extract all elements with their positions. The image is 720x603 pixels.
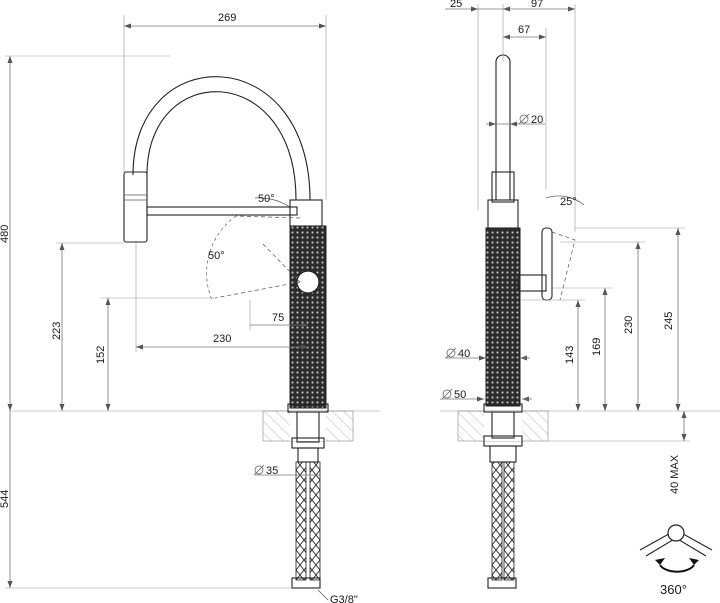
spray-head <box>123 171 148 243</box>
hose-side-1 <box>491 461 503 581</box>
angle-upper: 50° <box>258 193 275 205</box>
knurled-body-side <box>485 227 521 407</box>
dim-230: 230 <box>623 316 635 334</box>
hose-right <box>309 461 321 581</box>
dim-97: 97 <box>531 0 543 10</box>
rotation-icon: 360° <box>639 524 713 597</box>
lever-handle <box>541 227 553 301</box>
spout-inner <box>146 91 297 201</box>
dim-below-deck: 544 <box>0 490 11 508</box>
lever-base <box>517 274 547 292</box>
dim-shank-dia: 35 <box>266 465 278 477</box>
hose-fitting <box>291 577 321 589</box>
dim-169: 169 <box>591 338 603 356</box>
dim-143: 143 <box>564 346 576 364</box>
dim-spout-dia: 20 <box>531 114 543 126</box>
dim-height: 480 <box>0 225 11 243</box>
angle-lower: 50° <box>208 250 225 262</box>
handle-knob <box>296 270 320 294</box>
hose-side-2 <box>503 461 515 581</box>
dim-spout-height: 223 <box>51 322 63 340</box>
spout-outer <box>132 76 311 201</box>
spout-tube-side <box>495 54 511 200</box>
body-top <box>289 199 323 227</box>
side-view: 25 97 67 20 25° 40 50 <box>440 0 720 589</box>
dim-handle-height: 152 <box>95 346 107 364</box>
body-top-side <box>487 199 519 229</box>
front-view: 50° 50° 269 480 223 152 230 <box>0 12 380 603</box>
dim-body-dia: 40 <box>458 348 470 360</box>
dim-base-dia: 50 <box>454 389 466 401</box>
dim-reach: 230 <box>213 333 231 345</box>
dim-width: 269 <box>218 12 236 24</box>
hose-left <box>295 461 307 581</box>
dim-deck-max: 40 MAX <box>669 454 681 494</box>
thread-label: G3/8" <box>330 594 358 603</box>
dim-25: 25 <box>450 0 462 10</box>
knurled-body <box>289 225 327 409</box>
dim-245: 245 <box>663 312 675 330</box>
dim-handle-offset: 75 <box>272 312 284 324</box>
dim-67: 67 <box>518 24 530 36</box>
rotation-label: 360° <box>660 582 687 597</box>
spout-arm <box>146 206 298 216</box>
angle-handle: 25° <box>560 196 577 208</box>
